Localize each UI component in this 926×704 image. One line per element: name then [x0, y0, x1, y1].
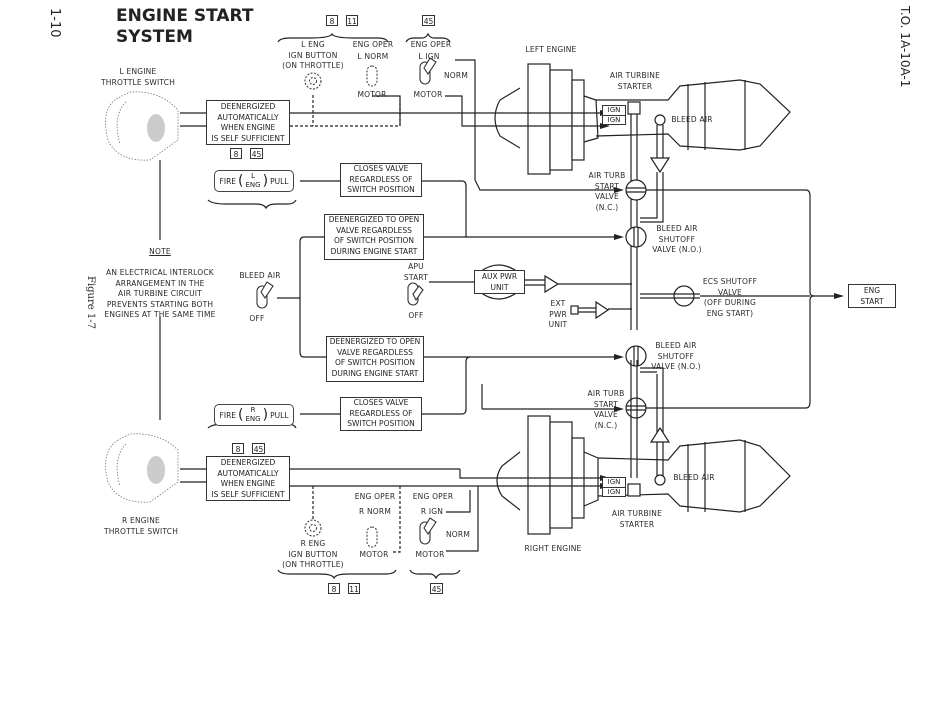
r-norm-label: R NORM — [359, 507, 391, 516]
r-eng-oper-ign-title: ENG OPER — [412, 492, 454, 501]
r-ign-norm-label: NORM — [446, 530, 470, 539]
l-norm-label: L NORM — [357, 52, 389, 61]
right-bleed-air-port — [654, 474, 666, 486]
figure-label: Figure 1-7 — [85, 276, 96, 329]
l-eng-oper-norm-title: ENG OPER — [352, 40, 394, 49]
left-bleed-air-port — [654, 114, 666, 126]
ecs-shutoff-valve — [673, 285, 695, 307]
bleed-air-switch[interactable] — [255, 282, 271, 312]
left-engine-label: LEFT ENGINE — [525, 45, 577, 54]
right-air-turb-start-valve — [625, 397, 647, 419]
left-engine-outline — [494, 63, 791, 175]
apu-off-label: OFF — [408, 311, 424, 320]
r-norm-motor-switch-icon — [366, 526, 378, 548]
diagram-title: ENGINE START SYSTEM — [116, 6, 254, 47]
r-ref-8: 8 — [232, 443, 244, 454]
top-ref-11: 11 — [346, 15, 358, 26]
note-title: NOTE — [149, 247, 171, 256]
page-number: 1-10 — [47, 8, 62, 38]
left-bleed-air-shutoff-valve — [625, 226, 647, 248]
top-ref-8: 8 — [326, 15, 338, 26]
bleed-air-switch-off: OFF — [249, 314, 265, 323]
l-ign-norm-label: NORM — [444, 71, 468, 80]
l-ref-8: 8 — [230, 148, 242, 159]
r-bleed-air-label: BLEED AIR — [673, 473, 715, 482]
l-bleed-air-label: BLEED AIR — [671, 115, 713, 124]
l-norm-motor-switch-icon — [366, 65, 378, 87]
bottom-ref-45: 45 — [430, 583, 443, 594]
r-motor-label-2: MOTOR — [415, 550, 445, 559]
r-ign-label: R IGN — [420, 507, 444, 516]
bottom-ref-8: 8 — [328, 583, 340, 594]
l-ign-button-icon — [304, 72, 322, 90]
r-ign-button-icon — [304, 519, 322, 537]
top-ref-45: 45 — [422, 15, 435, 26]
l-motor-label-2: MOTOR — [413, 90, 443, 99]
l-eng-oper-ign-title: ENG OPER — [410, 40, 452, 49]
left-bleed-check-arrow — [649, 157, 671, 174]
r-throttle-grip-icon — [105, 433, 179, 503]
left-air-turb-start-valve — [625, 179, 647, 201]
bottom-ref-11: 11 — [348, 583, 360, 594]
right-engine-label: RIGHT ENGINE — [524, 544, 582, 553]
right-bleed-air-shutoff-valve — [625, 345, 647, 367]
bleed-air-switch-title: BLEED AIR — [239, 271, 281, 280]
l-ign-label: L IGN — [418, 52, 440, 61]
l-motor-label-1: MOTOR — [357, 90, 387, 99]
l-ref-45: 45 — [250, 148, 263, 159]
r-motor-label-1: MOTOR — [359, 550, 389, 559]
l-throttle-grip-icon — [105, 91, 179, 161]
right-bleed-check-arrow — [649, 426, 671, 443]
document-id: T.O. 1A-10A-1 — [898, 6, 912, 88]
r-ref-45: 45 — [252, 443, 265, 454]
apu-start-switch[interactable] — [406, 282, 422, 308]
r-eng-oper-norm-title: ENG OPER — [354, 492, 396, 501]
